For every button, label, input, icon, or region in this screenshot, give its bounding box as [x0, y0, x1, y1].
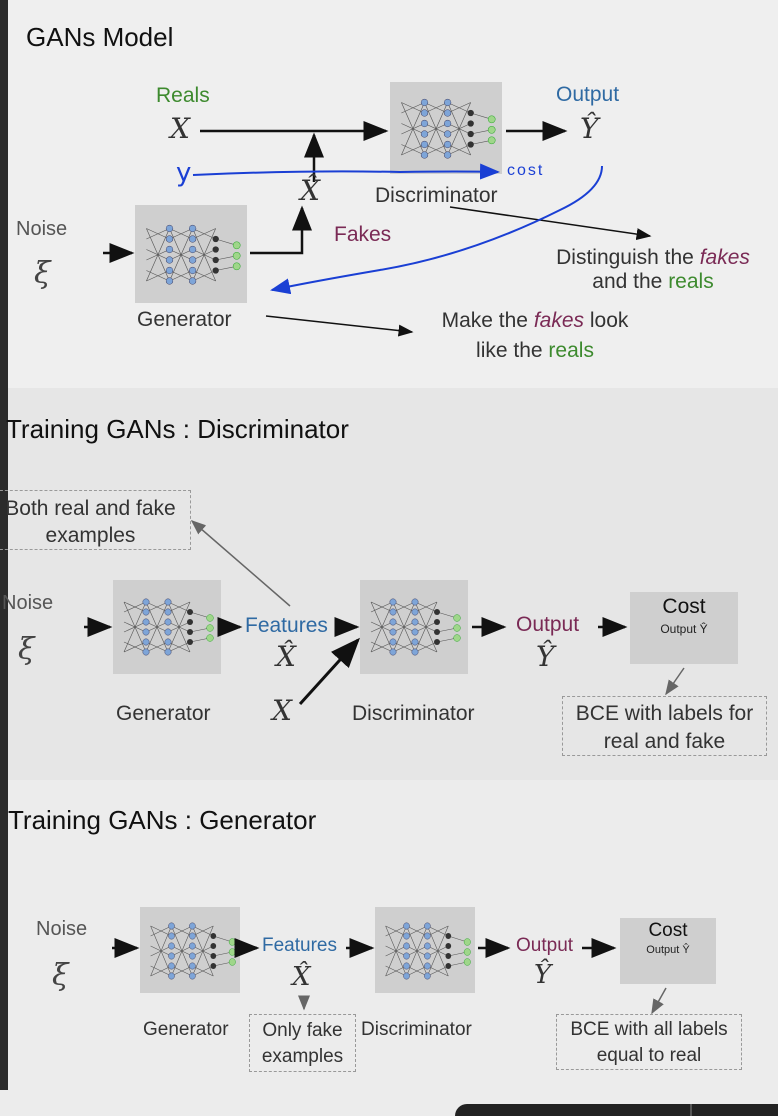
only-fake-note-box — [249, 1014, 356, 1072]
discriminator-label: Discriminator — [352, 702, 475, 725]
noise-label: Noise — [2, 592, 54, 614]
section-title: Training GANs : Generator — [8, 805, 317, 835]
y-hat-symbol: Ŷ — [536, 640, 555, 673]
discriminator-label: Discriminator — [361, 1019, 472, 1040]
reals-label: Reals — [156, 84, 210, 107]
discriminator-description: Distinguish the fakes and the reals — [556, 246, 750, 293]
x-hat-symbol: X̂ — [300, 174, 320, 207]
y-hat-symbol: Ŷ — [580, 112, 599, 145]
bottom-dark-bar — [455, 1104, 778, 1116]
features-label: Features — [245, 614, 328, 637]
section-title: Training GANs : Discriminator — [6, 414, 349, 444]
section-title: GANs Model — [26, 22, 174, 52]
handwritten-y: y — [176, 158, 192, 188]
discriminator-network-icon — [360, 580, 468, 674]
cost-box — [630, 592, 738, 664]
output-label: Output — [556, 83, 620, 106]
cost-label: Cost — [662, 595, 706, 618]
output-label: Output — [516, 935, 574, 956]
discriminator-network-icon — [390, 82, 502, 174]
fakes-label: Fakes — [334, 223, 392, 246]
noise-label: Noise — [36, 918, 88, 940]
generator-network-icon — [140, 907, 240, 993]
features-label: Features — [262, 935, 337, 956]
generator-description: Make the fakes look like the reals — [441, 309, 629, 362]
gans-model-panel — [8, 0, 778, 388]
generator-label: Generator — [143, 1019, 229, 1040]
y-hat-symbol: Ŷ — [534, 960, 552, 990]
xi-symbol: ξ — [52, 958, 69, 993]
xi-symbol: ξ — [34, 256, 51, 291]
generator-label: Generator — [116, 702, 211, 725]
generator-network-icon — [135, 205, 247, 303]
discriminator-label: Discriminator — [375, 184, 498, 207]
x-hat-symbol: X̂ — [292, 962, 311, 992]
bce-note-box — [556, 1014, 742, 1070]
bottom-divider — [690, 1104, 692, 1116]
discriminator-network-icon — [375, 907, 475, 993]
output-label: Output — [516, 613, 580, 636]
handwritten-cost: cost — [507, 162, 545, 179]
cost-label: Cost — [648, 920, 688, 941]
note-box — [0, 490, 191, 550]
generator-network-icon — [113, 580, 221, 674]
noise-label: Noise — [16, 218, 68, 240]
bce-note-box — [562, 696, 767, 756]
x-symbol: X — [272, 694, 292, 727]
x-symbol: X — [170, 112, 190, 145]
generator-label: Generator — [137, 308, 232, 331]
xi-symbol: ξ — [18, 632, 35, 667]
cost-box — [620, 918, 716, 984]
cost-sub-label: Output Ŷ — [646, 944, 690, 956]
x-hat-symbol: X̂ — [276, 640, 296, 673]
cost-sub-label: Output Ŷ — [660, 622, 708, 636]
